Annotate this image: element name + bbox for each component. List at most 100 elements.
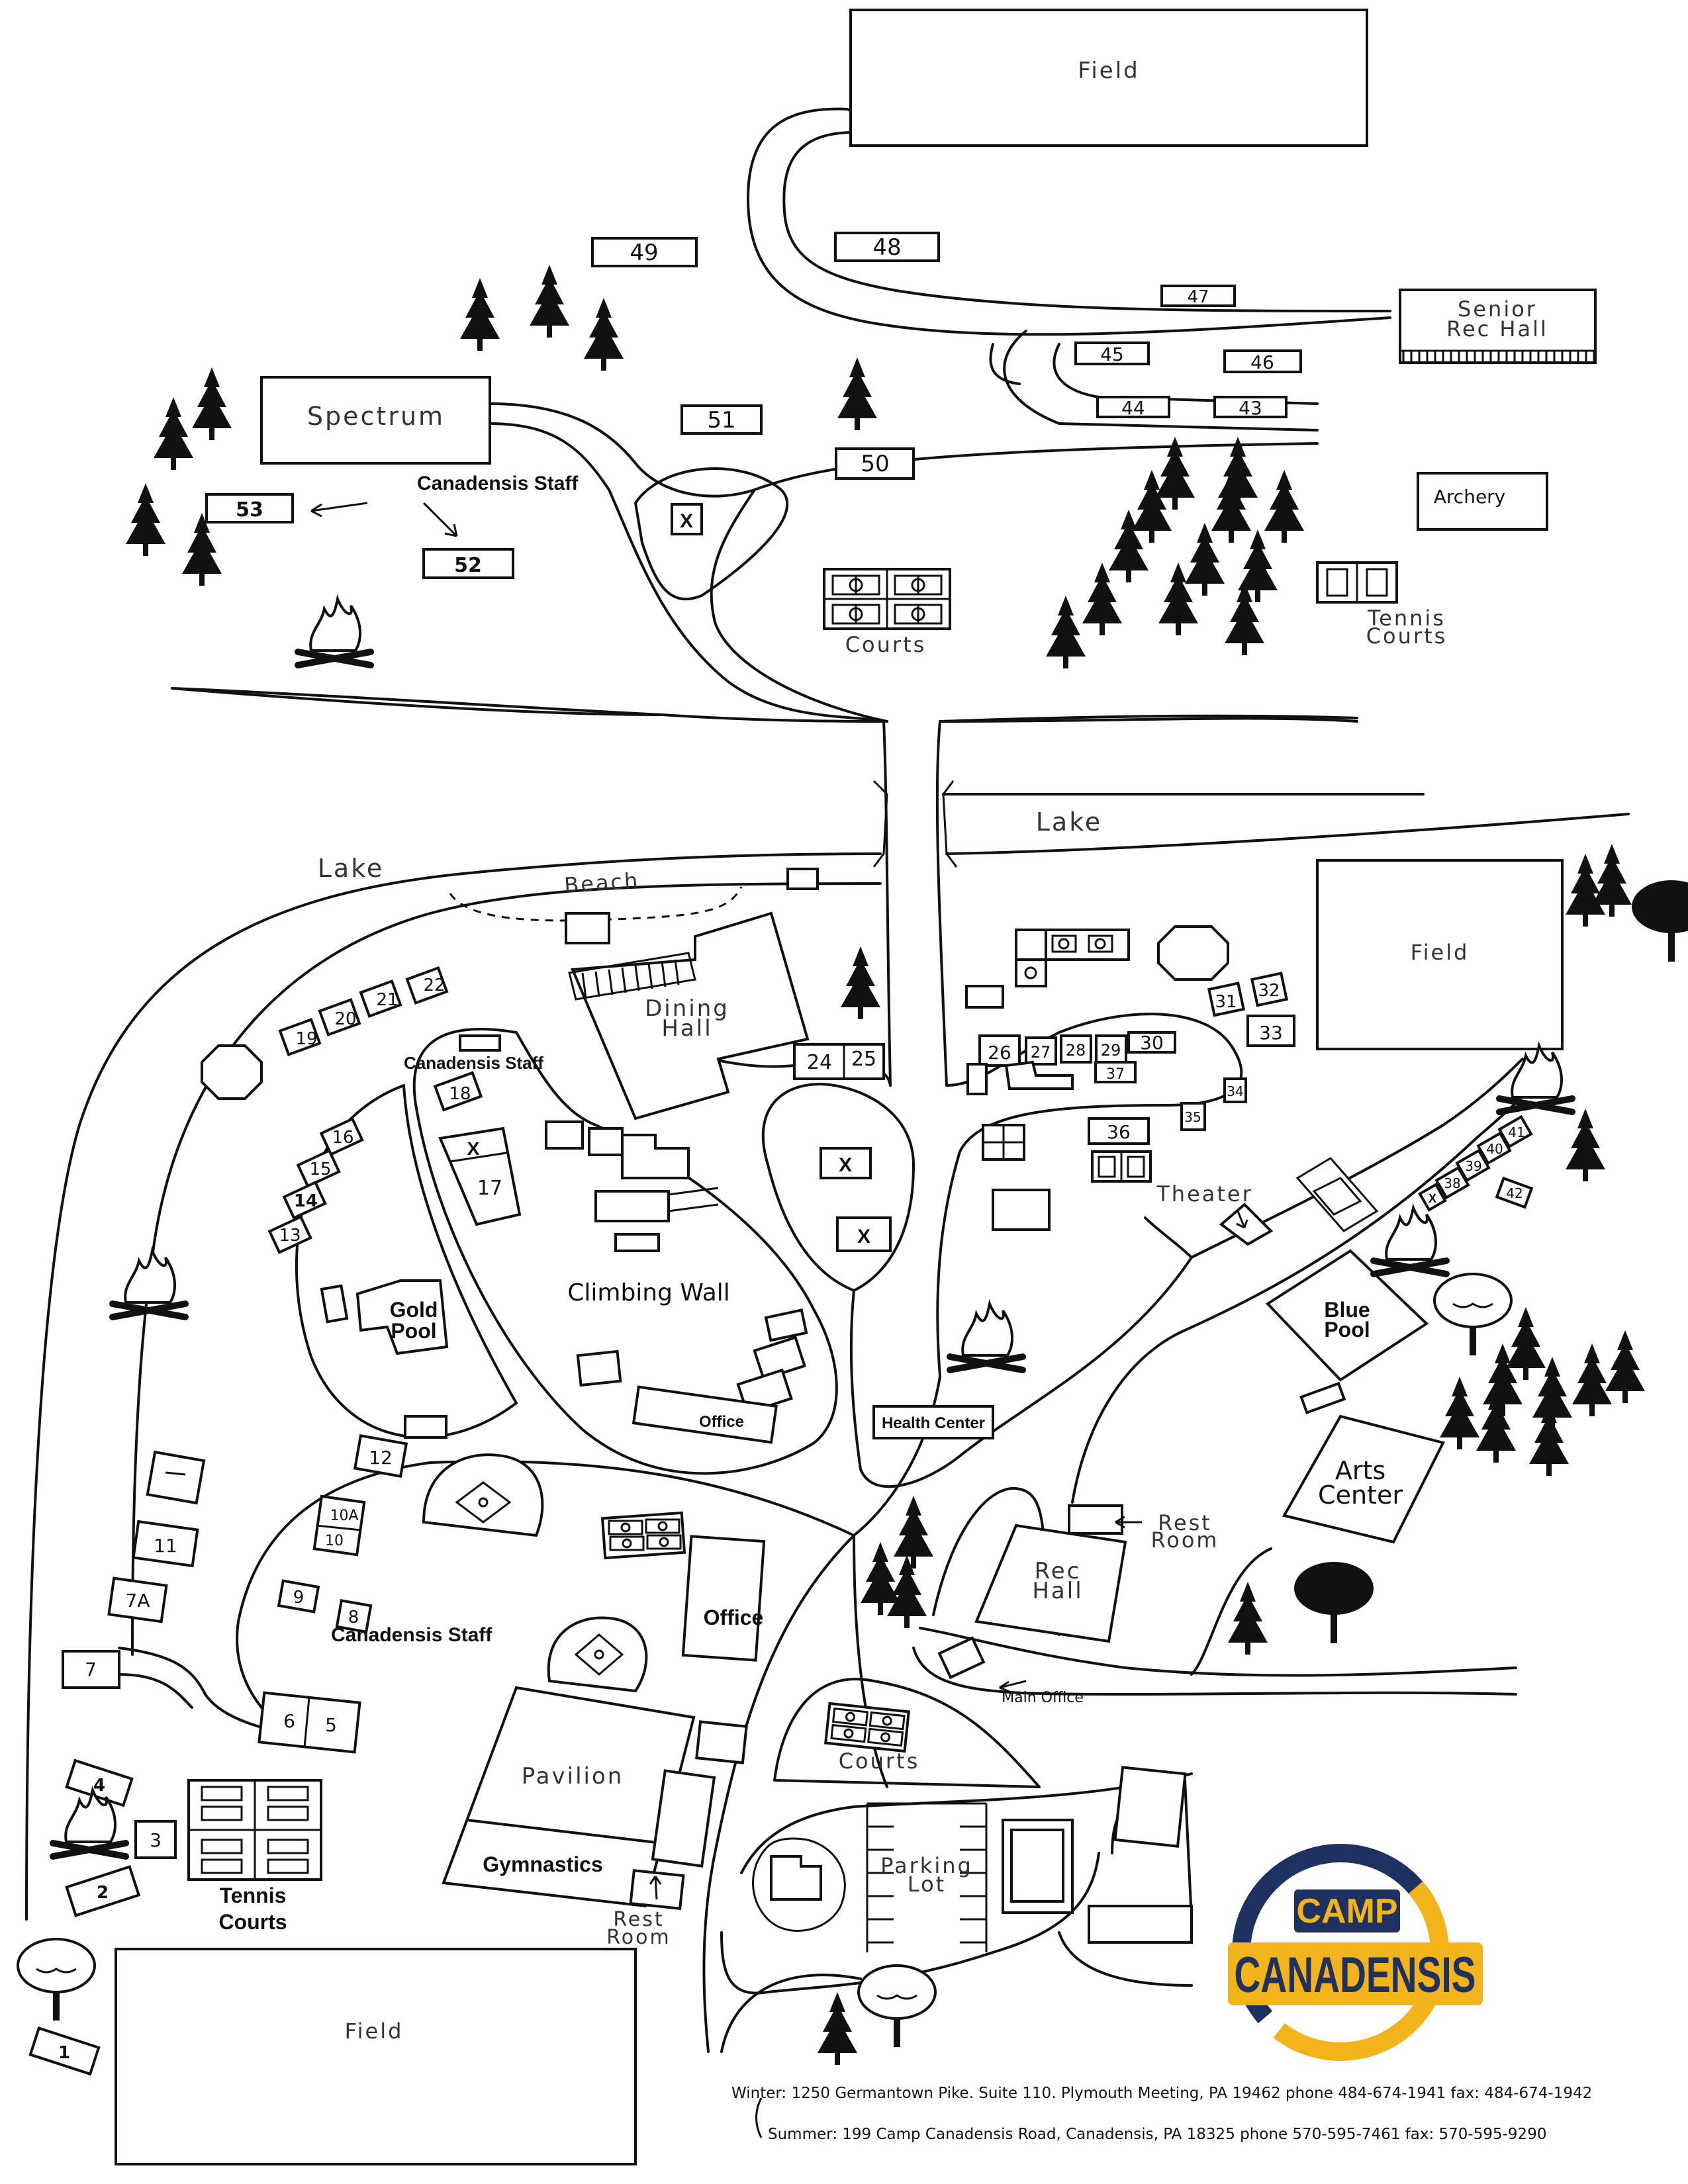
svg-text:Health Center: Health Center <box>882 1414 985 1432</box>
logo-canadensis: CANADENSIS <box>1235 1947 1476 2003</box>
svg-text:Pool: Pool <box>1324 1318 1370 1342</box>
svg-text:28: 28 <box>1066 1041 1086 1060</box>
health-center: Health Center <box>872 1405 994 1439</box>
courts-middle <box>600 1511 686 1560</box>
main-office: Main Office <box>937 1636 1084 1706</box>
senior-rec-hall-line2: Rec Hall <box>1446 316 1548 341</box>
svg-text:53: 53 <box>236 498 263 522</box>
rec-hall: Rec Hall Rest Room <box>974 1504 1217 1643</box>
x-marker-mid-2: X <box>836 1216 892 1252</box>
cabins-numbered: 47 45 46 44 43 48 49 51 50 53 52 19 <box>28 232 1302 2076</box>
logo-camp: CAMP <box>1296 1892 1397 1931</box>
theater: Theater <box>1156 1157 1379 1246</box>
svg-text:10: 10 <box>325 1533 344 1549</box>
svg-text:47: 47 <box>1187 287 1209 307</box>
blue-pool: Blue Pool <box>1265 1249 1429 1415</box>
svg-text:39: 39 <box>1465 1158 1481 1174</box>
svg-text:Pool: Pool <box>391 1319 436 1343</box>
field-bottom: Field <box>115 1948 637 2165</box>
dining-hall-line2: Hall <box>661 1015 712 1042</box>
svg-text:26: 26 <box>988 1042 1011 1064</box>
svg-text:Rec: Rec <box>1035 1558 1082 1584</box>
svg-text:13: 13 <box>279 1226 301 1246</box>
svg-text:Parking: Parking <box>880 1853 973 1878</box>
pine-trees <box>126 265 1645 2065</box>
svg-text:Gold: Gold <box>390 1298 438 1322</box>
svg-text:9: 9 <box>293 1588 305 1608</box>
svg-text:10A: 10A <box>330 1508 358 1524</box>
svg-text:Office: Office <box>704 1606 764 1629</box>
svg-text:8: 8 <box>348 1608 359 1627</box>
svg-text:2: 2 <box>97 1883 109 1903</box>
svg-text:Courts: Courts <box>218 1910 287 1934</box>
svg-text:36: 36 <box>1107 1121 1131 1143</box>
courts-top: Courts <box>823 568 951 657</box>
svg-text:29: 29 <box>1101 1041 1121 1060</box>
svg-text:Rest: Rest <box>613 1908 664 1931</box>
parking-lot: Parking Lot <box>752 1766 1193 1952</box>
archery-label: Archery <box>1434 486 1506 508</box>
archery-building: Archery <box>1417 472 1548 531</box>
svg-text:50: 50 <box>861 451 889 477</box>
svg-text:15: 15 <box>309 1160 331 1179</box>
courts-top-label: Courts <box>845 632 927 657</box>
cabin-36: 36 <box>982 1117 1152 1231</box>
canadensis-staff-mid-label: Canadensis Staff <box>404 1053 543 1073</box>
svg-text:20: 20 <box>334 1009 356 1029</box>
baseball-diamond-1 <box>422 1453 544 1537</box>
svg-text:X: X <box>467 1138 480 1159</box>
cabins-38-42: 41 40 39 38 X 42 <box>1418 1115 1534 1212</box>
field-top: Field <box>849 9 1368 147</box>
cabin-24-25: 24 25 <box>793 1043 885 1080</box>
svg-text:Lot: Lot <box>908 1872 946 1897</box>
svg-text:21: 21 <box>376 990 398 1010</box>
svg-text:40: 40 <box>1486 1141 1503 1157</box>
svg-text:X: X <box>839 1154 852 1176</box>
dining-hall-line1: Dining <box>645 995 729 1022</box>
svg-text:35: 35 <box>1184 1109 1201 1125</box>
footer-winter-address: Winter: 1250 Germantown Pike. Suite 110.… <box>731 2085 1592 2102</box>
svg-text:X: X <box>1429 1192 1436 1205</box>
arts-center: Arts Center <box>1282 1414 1445 1544</box>
svg-text:X: X <box>680 510 693 532</box>
baseball-diamond-2 <box>547 1616 648 1693</box>
office-small-label: Office <box>699 1413 744 1431</box>
svg-text:18: 18 <box>449 1084 471 1104</box>
svg-text:X: X <box>857 1226 870 1248</box>
lake-right-label: Lake <box>1036 807 1103 837</box>
svg-text:38: 38 <box>1444 1175 1460 1191</box>
svg-text:Pavilion: Pavilion <box>522 1763 624 1790</box>
svg-text:Tennis: Tennis <box>220 1884 287 1907</box>
svg-text:52: 52 <box>454 554 482 577</box>
cabins-31-33: 31 32 33 34 35 <box>1180 972 1295 1131</box>
small-building-beach <box>786 868 819 890</box>
svg-text:14: 14 <box>294 1191 318 1211</box>
svg-text:Rest: Rest <box>1158 1510 1212 1535</box>
svg-text:Blue: Blue <box>1324 1298 1370 1322</box>
svg-text:6: 6 <box>283 1710 295 1732</box>
svg-text:11: 11 <box>154 1535 177 1557</box>
spectrum-label: Spectrum <box>307 402 445 431</box>
svg-text:Arts: Arts <box>1335 1456 1385 1485</box>
svg-text:Room: Room <box>606 1926 671 1949</box>
svg-text:3: 3 <box>150 1829 162 1851</box>
svg-text:7A: 7A <box>126 1590 150 1612</box>
svg-text:34: 34 <box>1227 1083 1243 1099</box>
office-big: Office <box>681 1535 766 1662</box>
cabin-17: X 17 <box>438 1126 522 1226</box>
field-top-label: Field <box>1078 58 1139 84</box>
svg-text:Center: Center <box>1318 1480 1403 1510</box>
svg-text:44: 44 <box>1121 397 1145 419</box>
svg-text:16: 16 <box>332 1128 353 1148</box>
lake-left-label: Lake <box>318 854 385 883</box>
svg-text:45: 45 <box>1100 343 1124 365</box>
canadensis-staff-top-label: Canadensis Staff <box>417 473 579 494</box>
pavilion-gymnastics: Pavilion Gymnastics Rest Room <box>442 1686 748 1949</box>
gold-pool: Gold Pool <box>320 1279 449 1355</box>
svg-text:42: 42 <box>1506 1185 1523 1201</box>
senior-rec-hall-line1: Senior <box>1458 296 1537 322</box>
svg-text:46: 46 <box>1250 351 1274 373</box>
svg-text:32: 32 <box>1258 981 1280 1001</box>
dining-hall: Dining Hall <box>565 911 810 1120</box>
field-right-label: Field <box>1411 940 1470 965</box>
